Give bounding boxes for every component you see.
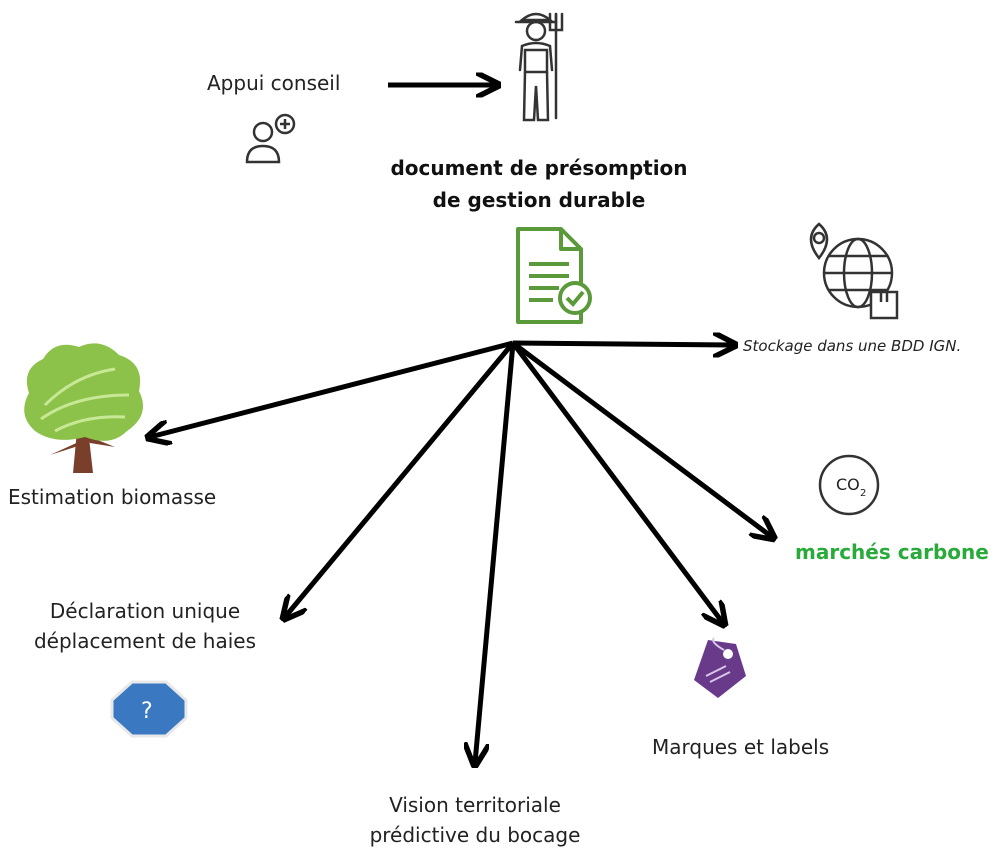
question-mark-text: ?: [141, 699, 153, 724]
arrow-to-brands: [511, 341, 723, 623]
price-tag-icon: [694, 637, 746, 698]
brands-label: Marques et labels: [652, 735, 830, 759]
advisor-label: Appui conseil: [207, 71, 341, 95]
declaration-label: Déclaration unique déplacement de haies: [25, 596, 265, 656]
arrow-to-vision: [475, 342, 516, 763]
carbon-label: marchés carbone: [795, 540, 989, 564]
co2-subscript: 2: [860, 488, 866, 499]
document-title: document de présomption de gestion durab…: [380, 152, 698, 216]
arrow-to-declaration: [285, 341, 515, 617]
arrow-to-carbon: [511, 340, 772, 537]
declaration-label-line1: Déclaration unique: [49, 599, 241, 623]
vision-label: Vision territoriale prédictive du bocage: [350, 790, 600, 850]
advisor-person-plus-icon: [245, 113, 296, 164]
co2-text: CO: [836, 475, 860, 494]
document-check-icon: [516, 227, 592, 324]
document-title-line1: document de présomption: [390, 156, 688, 180]
globe-location-box-icon: [809, 222, 899, 320]
vision-label-line2: prédictive du bocage: [369, 823, 581, 847]
storage-label: Stockage dans une BDD IGN.: [743, 337, 962, 355]
document-title-line2: de gestion durable: [432, 188, 646, 212]
arrow-to-storage: [512, 343, 733, 345]
vision-label-line1: Vision territoriale: [389, 793, 561, 817]
farmer-with-pitchfork-icon: [514, 12, 564, 122]
biomass-label: Estimation biomasse: [8, 485, 217, 509]
tree-icon: [24, 343, 144, 473]
question-octagon-icon: ?: [110, 680, 188, 738]
co2-circle-icon: CO 2: [818, 454, 880, 516]
arrow-to-biomass: [150, 340, 514, 437]
declaration-label-line2: déplacement de haies: [33, 629, 257, 653]
